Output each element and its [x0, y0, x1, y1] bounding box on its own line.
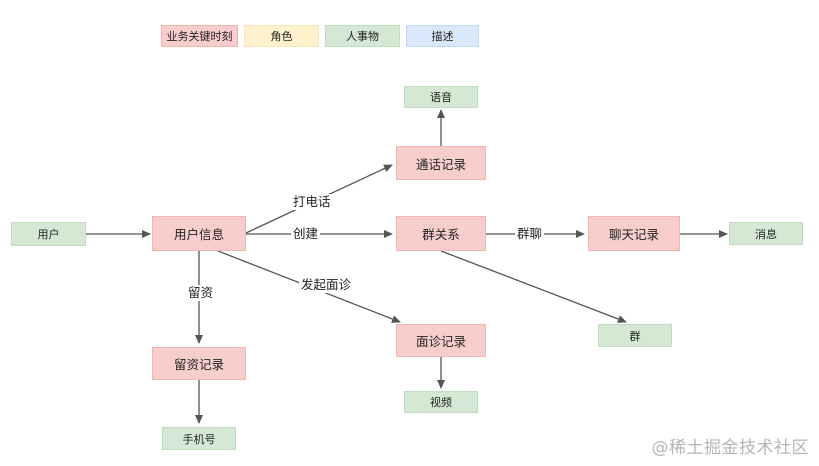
legend-key-moment: 业务关键时刻: [161, 25, 238, 47]
node-consult-record: 面诊记录: [396, 324, 486, 357]
node-call-record: 通话记录: [396, 146, 486, 180]
node-retention-record-label: 留资记录: [173, 357, 224, 372]
node-phone-number-label: 手机号: [182, 432, 216, 446]
node-group-relation: 群关系: [396, 216, 486, 251]
node-consult-record-label: 面诊记录: [415, 334, 466, 349]
node-voice: 语音: [404, 86, 478, 108]
legend-role: 角色: [244, 25, 319, 47]
legend-role-label: 角色: [270, 30, 293, 43]
edge-label-call: 打电话: [291, 194, 333, 210]
node-message-label: 消息: [755, 227, 777, 241]
edge-label-start-consult: 发起面诊: [299, 277, 354, 293]
node-group-relation-label: 群关系: [422, 227, 460, 242]
edge-label-create: 创建: [291, 226, 321, 242]
node-user-info: 用户信息: [152, 216, 246, 251]
node-call-record-label: 通话记录: [415, 156, 466, 172]
node-group-label: 群: [629, 329, 641, 343]
watermark: @稀土掘金技术社区: [651, 438, 809, 458]
legend-description: 描述: [406, 25, 479, 47]
legend-key-moment-label: 业务关键时刻: [166, 30, 233, 43]
legend-entity: 人事物: [325, 25, 400, 47]
node-user-label: 用户: [37, 228, 60, 241]
node-video: 视频: [404, 391, 478, 413]
node-user-info-label: 用户信息: [173, 227, 224, 242]
node-chat-record: 聊天记录: [588, 216, 680, 251]
edge-label-leave-info: 留资: [186, 285, 216, 301]
node-message: 消息: [729, 222, 803, 245]
node-phone-number: 手机号: [162, 427, 236, 450]
edge-group-relation-to-group: [440, 250, 627, 323]
legend-description-label: 描述: [431, 30, 454, 43]
node-voice-label: 语音: [430, 91, 452, 104]
node-retention-record: 留资记录: [152, 347, 246, 380]
legend-entity-label: 人事物: [346, 30, 379, 43]
node-group: 群: [598, 324, 672, 347]
node-video-label: 视频: [430, 396, 452, 409]
node-user: 用户: [11, 222, 86, 246]
edge-label-group-chat: 群聊: [515, 226, 545, 242]
node-chat-record-label: 聊天记录: [608, 227, 659, 242]
